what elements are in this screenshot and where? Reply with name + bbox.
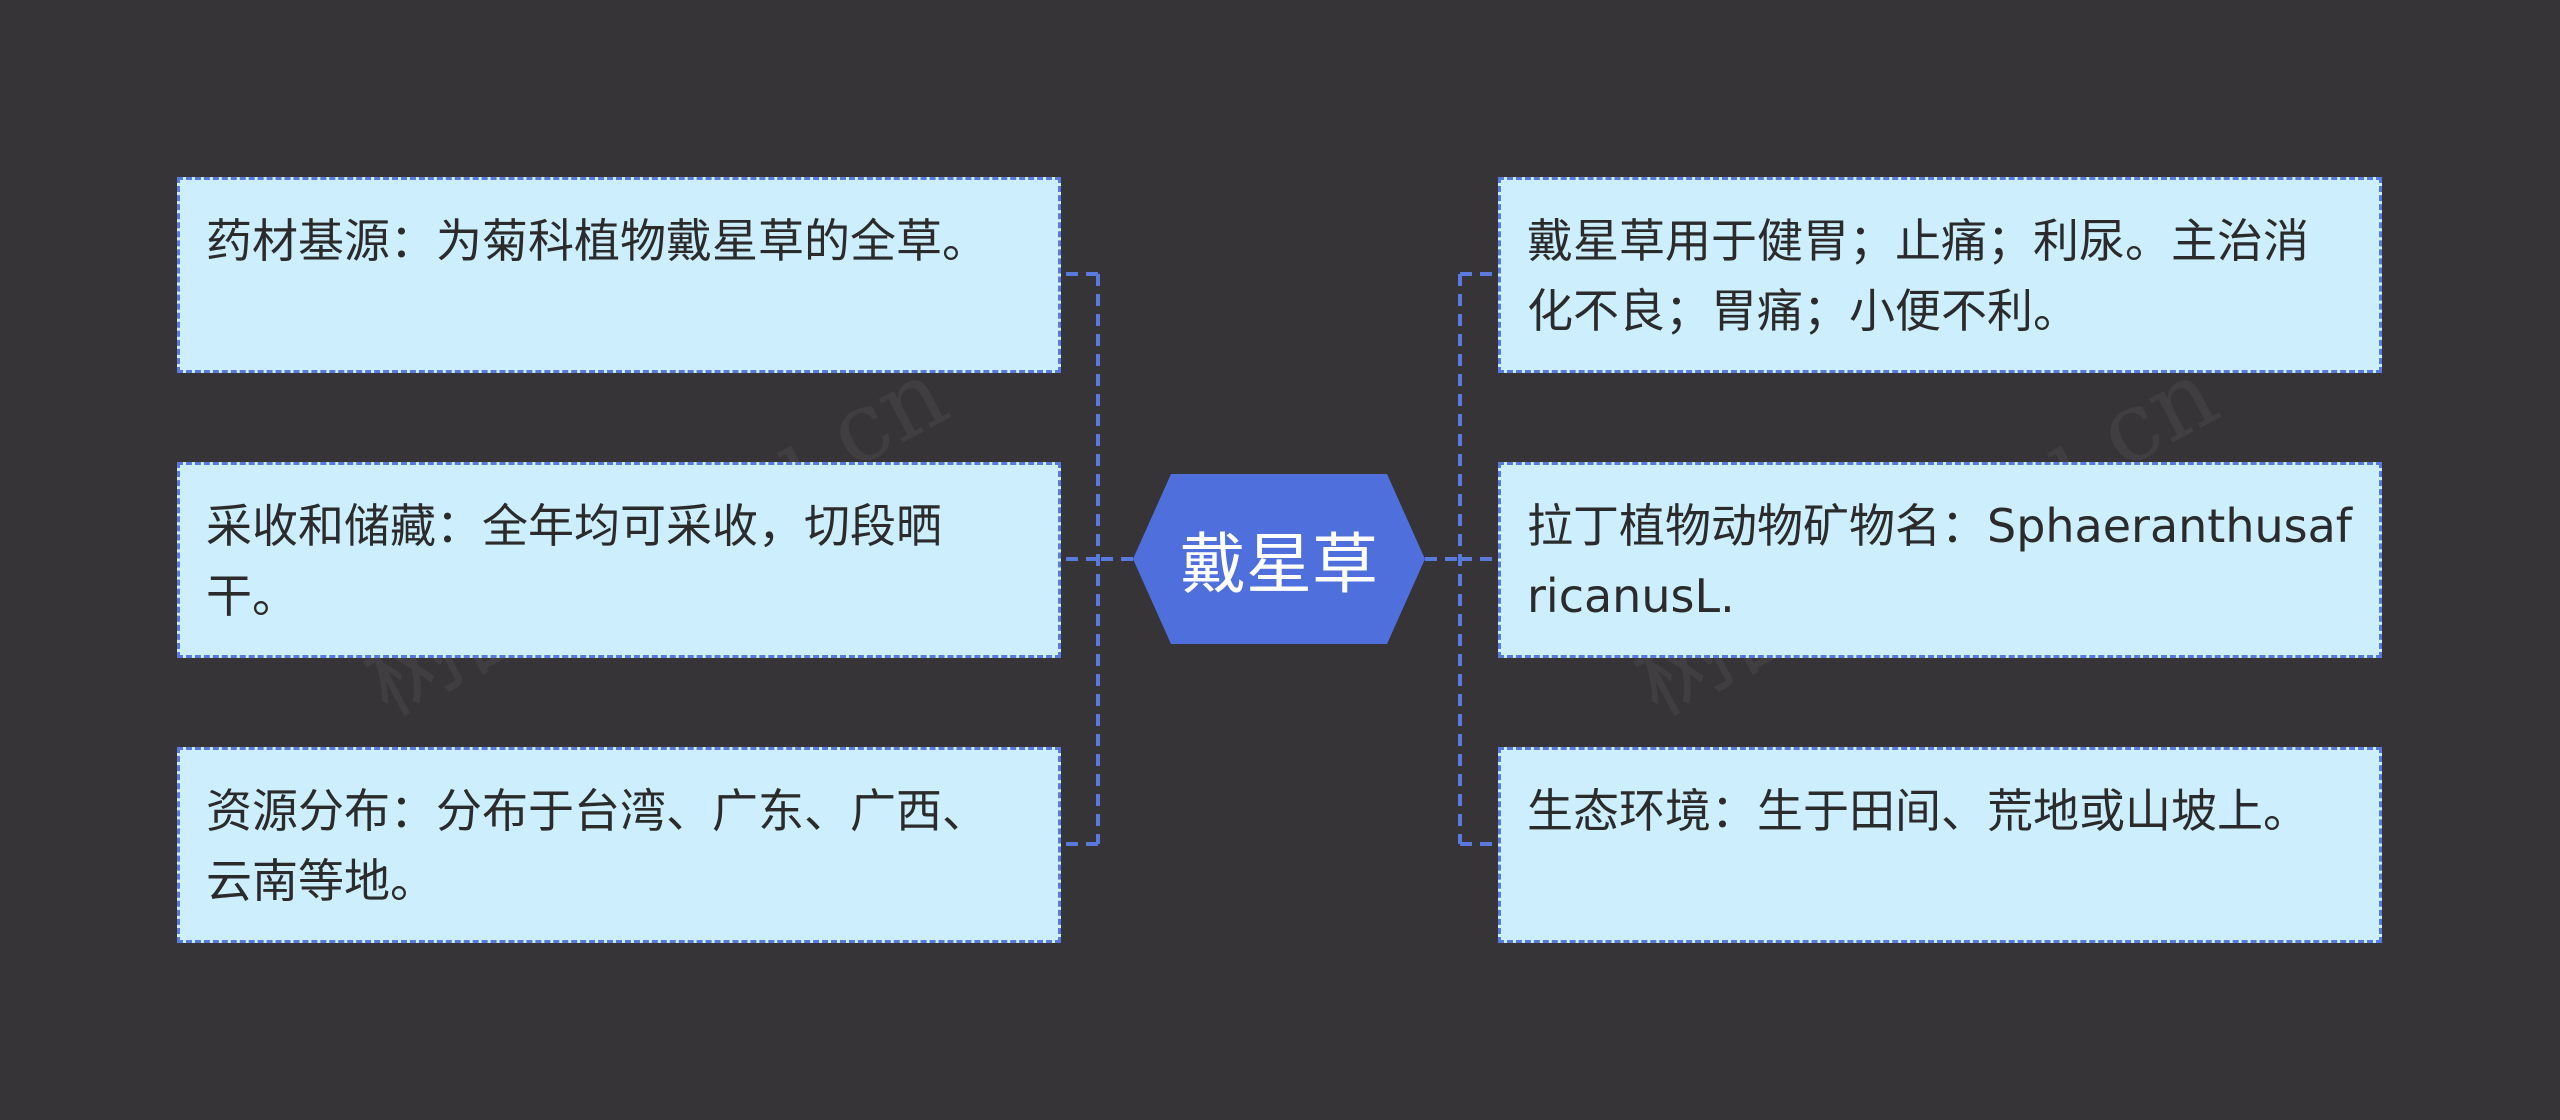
topic-text: 资源分布：分布于台湾、广东、广西、云南等地。 [206, 784, 988, 908]
topic-text: 生态环境：生于田间、荒地或山坡上。 [1527, 784, 2309, 838]
topic-node-left-3[interactable]: 资源分布：分布于台湾、广东、广西、云南等地。 [177, 747, 1061, 943]
topic-node-right-3[interactable]: 生态环境：生于田间、荒地或山坡上。 [1498, 747, 2382, 943]
topic-node-right-2[interactable]: 拉丁植物动物矿物名：SphaeranthusafricanusL. [1498, 462, 2382, 658]
topic-text: 戴星草用于健胃；止痛；利尿。主治消化不良；胃痛；小便不利。 [1527, 214, 2309, 338]
central-hexagon [1133, 474, 1425, 644]
topic-node-left-2[interactable]: 采收和储藏：全年均可采收，切段晒干。 [177, 462, 1061, 658]
topic-node-left-1[interactable]: 药材基源：为菊科植物戴星草的全草。 [177, 177, 1061, 373]
topic-text: 拉丁植物动物矿物名：SphaeranthusafricanusL. [1527, 499, 2352, 623]
topic-text: 药材基源：为菊科植物戴星草的全草。 [206, 214, 988, 268]
central-topic[interactable]: 戴星草 [1133, 474, 1425, 644]
central-topic-label: 戴星草 [1180, 526, 1378, 603]
topic-node-right-1[interactable]: 戴星草用于健胃；止痛；利尿。主治消化不良；胃痛；小便不利。 [1498, 177, 2382, 373]
topic-text: 采收和储藏：全年均可采收，切段晒干。 [206, 499, 942, 623]
